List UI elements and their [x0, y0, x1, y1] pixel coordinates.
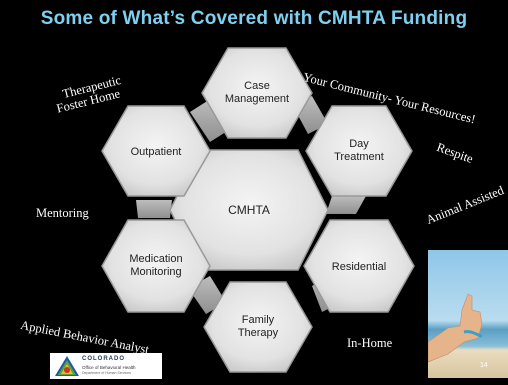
logo-name: COLORADO — [82, 356, 125, 362]
hexagon-label: Residential — [332, 261, 386, 273]
page-number: 14 — [480, 362, 488, 369]
hexagon-cmhta: CMHTA — [169, 149, 329, 271]
label-in-home: In-Home — [347, 336, 393, 350]
logo-subtitle: Office of Behavioral Health — [82, 365, 136, 370]
connector — [190, 98, 232, 142]
slide-title: Some of What’s Covered with CMHTA Fundin… — [40, 8, 468, 29]
thumbs-up-photo — [428, 250, 508, 378]
colorado-obh-logo: COLORADO Office of Behavioral Health Dep… — [50, 353, 162, 379]
hexagon-outpatient: Outpatient — [101, 105, 211, 197]
label-mentoring: Mentoring — [36, 206, 89, 220]
hexagon-label: Therapy — [238, 327, 279, 339]
hexagon-residential: Residential — [303, 219, 415, 313]
hexagon-label: Monitoring — [130, 266, 181, 278]
hexagon-case-management: Case Management — [201, 47, 313, 139]
hexagon-label: Management — [225, 93, 289, 105]
hexagon-label: Day — [349, 138, 369, 150]
hexagon-day-treatment: Day Treatment — [305, 105, 413, 197]
hexagon-label: Treatment — [334, 151, 384, 163]
hexagon-medication-monitoring: Medication Monitoring — [101, 219, 211, 313]
hexagon-label: Medication — [129, 253, 182, 265]
hexagon-label: Family — [242, 314, 275, 326]
connector — [326, 196, 366, 214]
hexagon-label: CMHTA — [228, 203, 270, 217]
hexagon-family-therapy: Family Therapy — [203, 281, 313, 373]
hexagon-label: Outpatient — [131, 146, 182, 158]
logo-department: Department of Human Services — [82, 371, 131, 375]
hexagon-label: Case — [244, 80, 270, 92]
connector — [136, 200, 172, 218]
